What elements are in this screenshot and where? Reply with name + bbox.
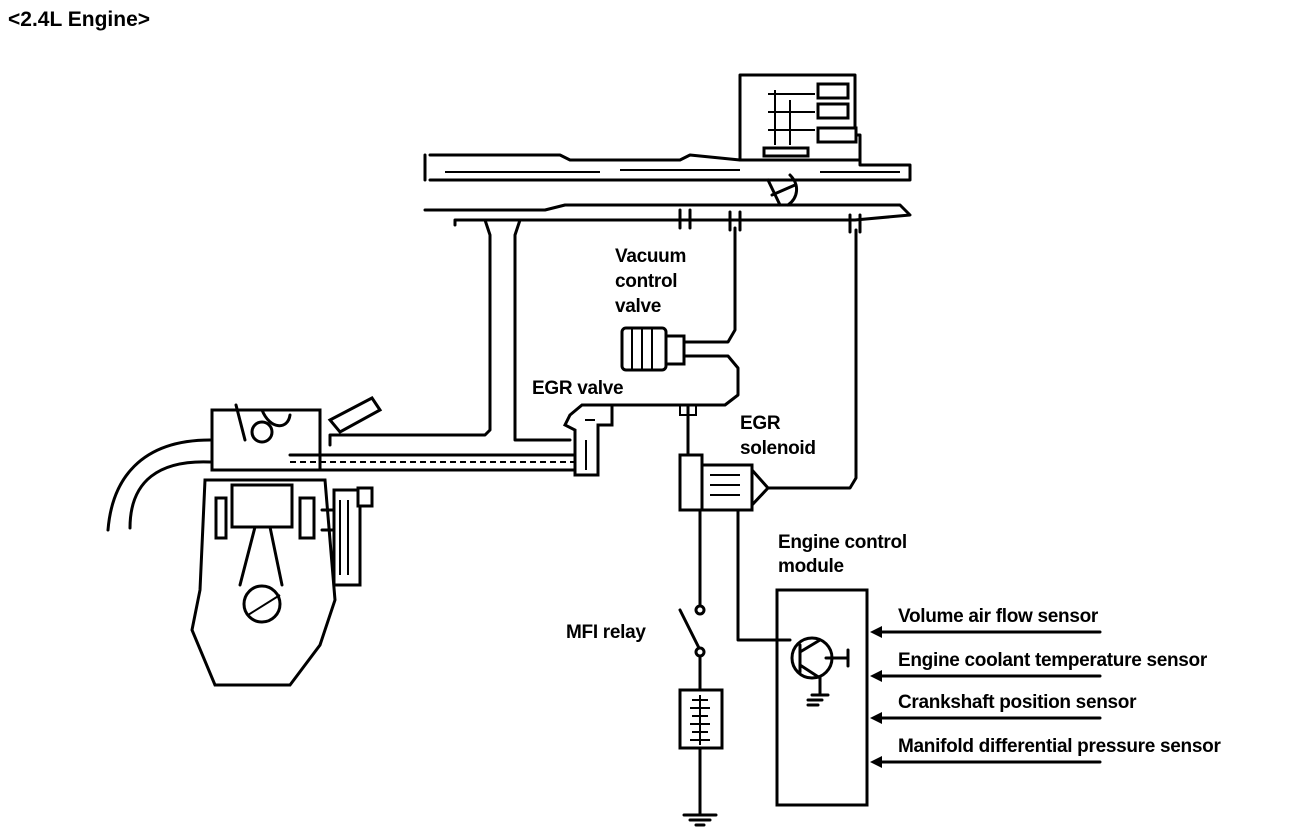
label-solenoid: solenoid — [740, 438, 816, 459]
label-egr-valve: EGR valve — [532, 378, 623, 399]
intake-manifold — [423, 73, 912, 234]
sensor-inputs — [870, 626, 1102, 768]
sensor-label: Engine coolant temperature sensor — [898, 650, 1208, 671]
egr-valve — [562, 403, 614, 477]
sensor-label: Crankshaft position sensor — [898, 692, 1137, 713]
label-vacuum: Vacuum — [615, 246, 686, 267]
label-engine-control: Engine control — [778, 532, 907, 553]
intake-runner — [328, 218, 492, 447]
label-module: module — [778, 556, 844, 577]
label-control: control — [615, 271, 677, 292]
egr-solenoid — [678, 228, 858, 616]
sensor-label: Volume air flow sensor — [898, 606, 1099, 627]
label-mfi-relay: MFI relay — [566, 622, 646, 643]
label-valve: valve — [615, 296, 661, 317]
vacuum-control-valve — [610, 226, 740, 407]
sensor-label: Manifold differential pressure sensor — [898, 736, 1221, 757]
diagram-title: <2.4L Engine> — [8, 8, 150, 31]
intake-runner-inner — [513, 218, 572, 442]
engine-control-module — [736, 508, 869, 807]
label-egr: EGR — [740, 413, 781, 434]
engine-block — [106, 396, 577, 687]
mfi-relay — [678, 608, 724, 827]
